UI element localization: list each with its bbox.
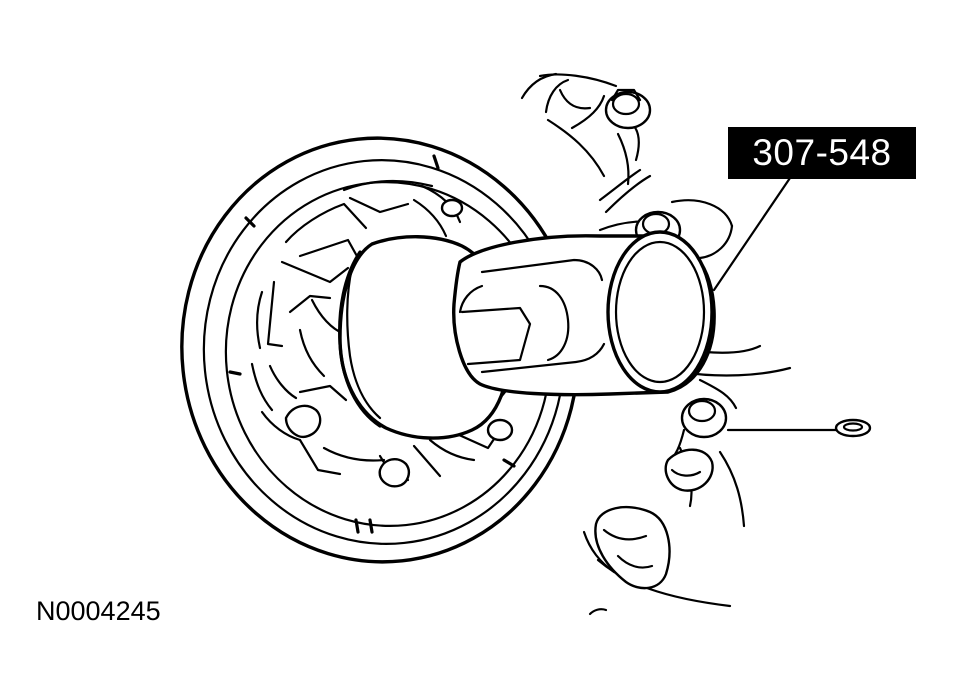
- tool-number-label: 307-548: [728, 127, 916, 179]
- ring-ticks: [228, 154, 550, 534]
- bracket: [664, 448, 714, 492]
- tool-leader-line: [712, 176, 792, 292]
- figure-id: N0004245: [36, 596, 161, 626]
- lower-lever: [594, 505, 671, 590]
- tool-shaft: [452, 230, 716, 397]
- washer: [726, 418, 872, 438]
- lower-bolt: [666, 397, 728, 464]
- spring-plate: [250, 179, 514, 488]
- upper-bolt: [604, 88, 652, 130]
